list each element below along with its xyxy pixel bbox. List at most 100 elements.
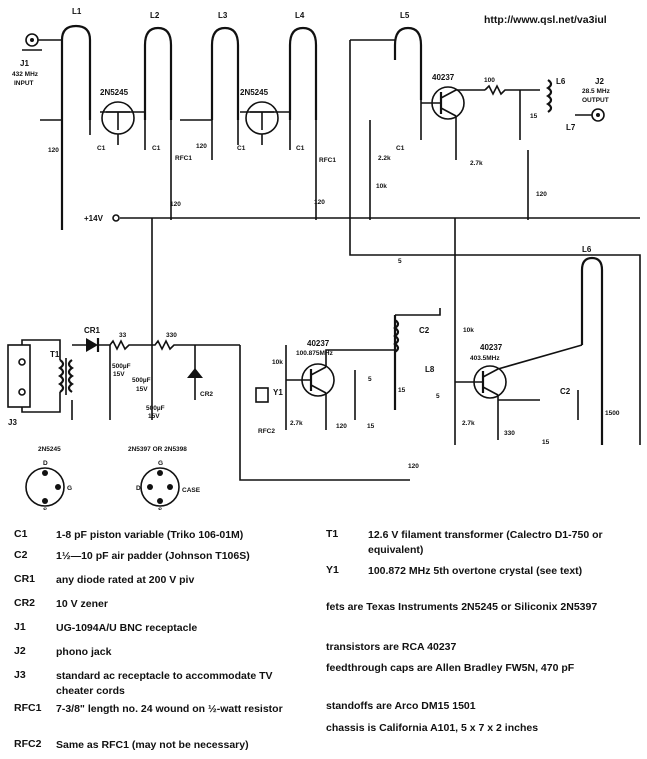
c1d-label: C1 — [296, 145, 305, 152]
pinout1-circle — [25, 467, 65, 507]
part-desc: 12.6 V filament transformer (Calectro D1… — [368, 529, 603, 556]
pin2-s: S — [158, 507, 163, 510]
c1b-label: C1 — [152, 145, 161, 152]
pinout1-title: 2N5245 — [38, 446, 61, 453]
y1-label: Y1 — [273, 388, 283, 397]
q2-label: 40237 — [307, 339, 330, 348]
r15d-label: 15 — [542, 439, 550, 446]
r120a-label: 120 — [48, 147, 59, 154]
part-ref: Y1 — [326, 564, 339, 576]
part-ref: RFC1 — [14, 702, 42, 714]
j1-input-jack — [22, 33, 62, 51]
part-desc: 1½—10 pF air padder (Johnson T106S) — [56, 550, 250, 562]
l6-label: L6 — [556, 77, 566, 86]
pin1-s: S — [43, 507, 48, 510]
j2-output-jack — [575, 108, 605, 122]
cr2-label: CR2 — [200, 391, 213, 398]
r120e-label: 120 — [536, 191, 547, 198]
l6b-label: L6 — [582, 245, 592, 254]
fet1-label: 2N5245 — [100, 88, 129, 97]
l6-coil — [546, 79, 553, 113]
r15c-label: 15 — [398, 387, 406, 394]
l8-label: L8 — [425, 365, 435, 374]
r330b-label: 330 — [504, 430, 515, 437]
l5-label: L5 — [400, 11, 410, 20]
q2-freq: 100.875MHz — [296, 350, 334, 357]
j1-label: J1 — [20, 59, 29, 68]
c5b-label: 5 — [368, 376, 372, 383]
l1-label: L1 — [72, 7, 82, 16]
pin1-g: G — [67, 485, 72, 492]
t1-label: T1 — [50, 350, 60, 359]
cap15vb-label: 15V — [136, 386, 148, 393]
r10kb-label: 10k — [272, 359, 283, 366]
r10kc-label: 10k — [463, 327, 474, 334]
r100-label: 100 — [484, 77, 495, 84]
part-desc: 7-3/8" length no. 24 wound on ½-watt res… — [56, 703, 283, 715]
r33-label: 33 — [119, 332, 127, 339]
cr1-diode — [86, 338, 98, 352]
j1-input: INPUT — [14, 80, 34, 87]
supply-resistors — [98, 339, 240, 351]
j2-freq: 28.5 MHz — [582, 88, 611, 95]
r15b-label: 15 — [367, 423, 375, 430]
note-standoffs: standoffs are Arco DM15 1501 — [326, 700, 476, 712]
cap15va-label: 15V — [113, 371, 125, 378]
q1-label: 40237 — [432, 73, 455, 82]
cap500c-label: 500µF — [146, 405, 165, 412]
supply-label: +14V — [84, 214, 104, 223]
pin1-d: D — [43, 460, 48, 467]
c5c-label: 5 — [436, 393, 440, 400]
top-wiring — [40, 39, 641, 445]
cap15vc-label: 15V — [148, 413, 160, 420]
l6b-coil — [580, 256, 604, 445]
r120b-label: 120 — [196, 143, 207, 150]
l7-label: L7 — [566, 123, 576, 132]
part-ref: J1 — [14, 621, 26, 633]
part-desc: any diode rated at 200 V piv — [56, 574, 195, 586]
q3-label: 40237 — [480, 343, 503, 352]
cap500a-label: 500µF — [112, 363, 131, 370]
note-chassis: chassis is California A101, 5 x 7 x 2 in… — [326, 722, 539, 734]
y1-crystal — [255, 387, 269, 403]
r27k-label: 2.7k — [470, 160, 483, 167]
c2a-label: C2 — [419, 326, 430, 335]
r22k-label: 2.2k — [378, 155, 391, 162]
part-desc: UG-1094A/U BNC receptacle — [56, 622, 198, 634]
r120g-label: 120 — [408, 463, 419, 470]
l2-label: L2 — [150, 11, 160, 20]
rfc2-label: RFC2 — [258, 428, 275, 435]
r27kb-label: 2.7k — [290, 420, 303, 427]
part-ref: C2 — [14, 549, 28, 561]
fet2-symbol — [240, 101, 290, 135]
fet2-label: 2N5245 — [240, 88, 269, 97]
note-transistors: transistors are RCA 40237 — [326, 641, 457, 653]
t1-transformer — [58, 358, 74, 395]
pin2-d: D — [136, 485, 141, 492]
r10k-label: 10k — [376, 183, 387, 190]
c1c-label: C1 — [237, 145, 246, 152]
part-desc: phono jack — [56, 646, 112, 658]
part-desc: Same as RFC1 (may not be necessary) — [56, 739, 249, 751]
fet1-symbol — [100, 101, 145, 135]
part-ref: RFC2 — [14, 738, 42, 750]
j3-label: J3 — [8, 418, 17, 427]
r100 — [484, 84, 540, 96]
r120d-label: 120 — [314, 199, 325, 206]
c1a-label: C1 — [97, 145, 106, 152]
l8-coil — [393, 315, 400, 410]
j3-receptacle — [7, 344, 31, 408]
j1-freq: 432 MHz — [12, 71, 39, 78]
cap500b-label: 500µF — [132, 377, 151, 384]
part-desc: 1-8 pF piston variable (Triko 106-01M) — [56, 529, 244, 541]
coils-top — [60, 24, 423, 230]
q1-transistor — [421, 86, 485, 120]
r15-label: 15 — [530, 113, 538, 120]
converter-schematic: J1 432 MHz INPUT L1 L2 L3 L4 L5 2N5245 2… — [7, 7, 641, 510]
c2b-label: C2 — [560, 387, 571, 396]
pin2-g: G — [158, 460, 163, 467]
l4-label: L4 — [295, 11, 305, 20]
rfc1b-label: RFC1 — [319, 157, 336, 164]
c5a-label: 5 — [398, 258, 402, 265]
source-url: http://www.qsl.net/va3iul — [484, 14, 607, 26]
